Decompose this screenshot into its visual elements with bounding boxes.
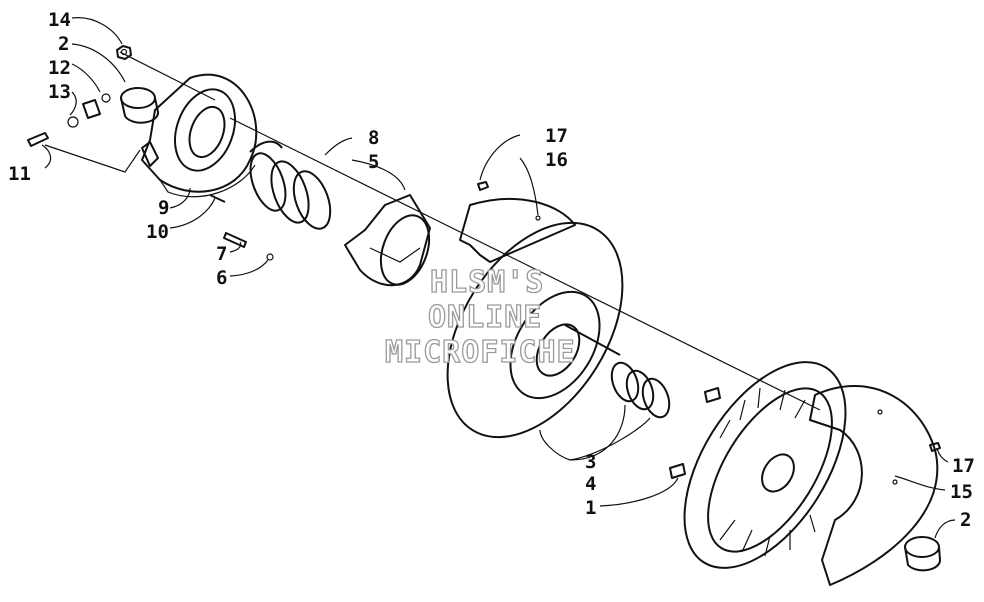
callout-6: 6 — [216, 267, 227, 289]
callout-5: 5 — [368, 151, 379, 173]
callout-15: 15 — [950, 481, 973, 503]
callout-2-bottom: 2 — [960, 509, 971, 531]
part-16-cover — [459, 181, 576, 263]
part-2-bushing-bottom — [904, 536, 942, 572]
part-1-movable-sheave — [669, 361, 847, 569]
callout-14: 14 — [48, 9, 71, 31]
callout-2-top: 2 — [58, 33, 69, 55]
callout-3: 3 — [585, 451, 596, 473]
callout-17-top: 17 — [545, 125, 568, 147]
callout-labels: 14 2 12 13 11 9 10 8 5 7 6 17 16 3 4 1 1… — [8, 9, 975, 531]
watermark-line-2: ONLINE — [428, 300, 542, 335]
watermark: HLSM'S ONLINE MICROFICHE — [384, 264, 576, 370]
assembly-axis — [119, 51, 821, 411]
cam-back-plate — [141, 73, 258, 203]
callout-17-bottom: 17 — [952, 455, 975, 477]
callout-8: 8 — [368, 127, 379, 149]
watermark-line-3: MICROFICHE — [385, 335, 576, 370]
callout-9: 9 — [158, 197, 169, 219]
callout-10: 10 — [146, 221, 169, 243]
part-3-4-spring — [610, 361, 671, 419]
main-sheave-disc — [446, 221, 624, 439]
part-5-cam-ring — [344, 194, 431, 287]
callout-11: 11 — [8, 163, 31, 185]
part-15-cover — [809, 385, 941, 586]
part-11-pin — [27, 132, 49, 147]
leader-lines — [41, 17, 956, 539]
part-7-bolt — [223, 232, 274, 261]
callout-4: 4 — [585, 473, 596, 495]
part-2-bushing-top — [120, 87, 160, 124]
part-14-nut — [116, 45, 132, 60]
callout-7: 7 — [216, 243, 227, 265]
callout-16: 16 — [545, 149, 568, 171]
callout-12: 12 — [48, 57, 71, 79]
callout-13: 13 — [48, 81, 71, 103]
part-8-spring — [249, 140, 332, 230]
watermark-line-1: HLSM'S — [430, 265, 544, 300]
part-12-13-roller — [67, 93, 111, 128]
callout-1: 1 — [585, 497, 596, 519]
